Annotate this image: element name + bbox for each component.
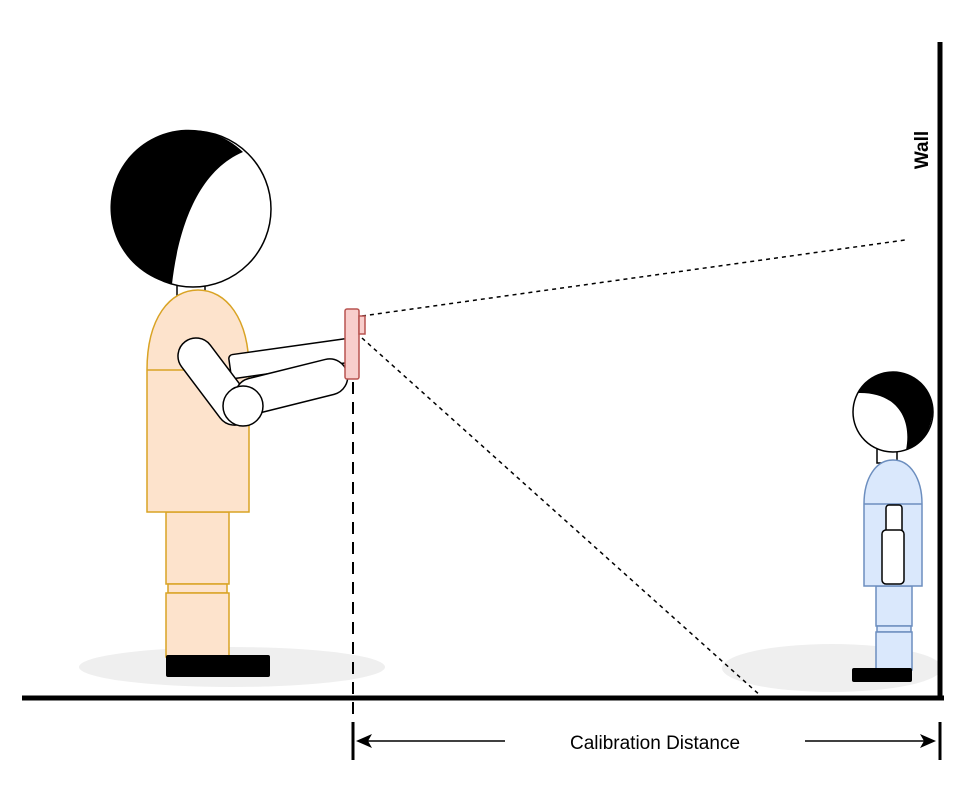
camera-lens xyxy=(358,315,366,335)
child-forearm xyxy=(881,529,905,585)
child-upper-arm xyxy=(885,504,903,534)
fov-upper-line xyxy=(361,239,906,317)
phone-body xyxy=(344,308,360,380)
fov-lower-line xyxy=(361,337,763,698)
adult-figure xyxy=(110,129,351,677)
child-leg-lower xyxy=(875,631,913,671)
adult-shoe xyxy=(166,655,270,677)
dimension-arrow-left-head xyxy=(356,734,372,748)
adult-leg-upper xyxy=(165,511,230,585)
adult-hair xyxy=(110,129,243,284)
child-hair xyxy=(858,372,933,450)
child-figure xyxy=(852,371,934,682)
adult-elbow xyxy=(222,385,264,427)
child-knee xyxy=(876,625,912,633)
calibration-distance-label: Calibration Distance xyxy=(570,733,740,754)
adult-torso xyxy=(146,289,250,513)
dimension-arrow-right-head xyxy=(920,734,936,748)
phone-camera xyxy=(344,308,366,380)
child-leg-upper xyxy=(875,585,913,627)
wall-label: Wall xyxy=(912,131,933,169)
adult-leg-lower xyxy=(165,592,230,658)
child-shoe xyxy=(852,668,912,682)
adult-knee xyxy=(167,583,228,594)
